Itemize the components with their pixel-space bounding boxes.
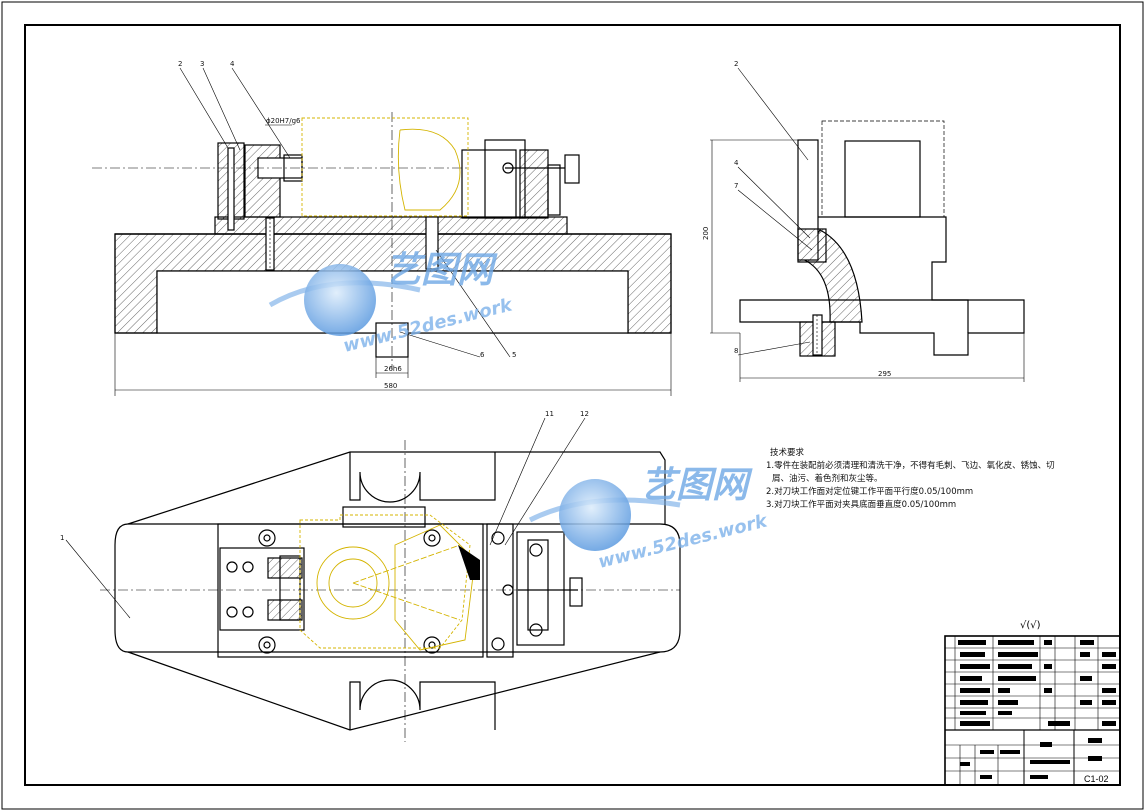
title-block-fills: [958, 640, 1116, 779]
tech-line-3: 2.对刀块工作面对定位键工作平面平行度0.05/100mm: [766, 487, 974, 497]
watermark-logo-right: 艺图网 www.52des.work: [528, 465, 770, 573]
tech-line-1: 1.零件在装配前必须清理和清洗干净，不得有毛刺、飞边、氧化皮、锈蚀、切: [766, 461, 1055, 471]
dim-295: 295: [878, 370, 891, 378]
front-view: [92, 67, 672, 396]
dim-200: 200: [702, 227, 710, 240]
plan-label-12: 12: [580, 410, 589, 418]
drawing-number: C1-02: [1084, 774, 1109, 784]
plan-view: [65, 417, 681, 742]
label-2: 2: [178, 60, 182, 68]
svg-text:艺图网: 艺图网: [640, 465, 753, 506]
fit-note: ϕ20H7/g6: [266, 117, 301, 125]
side-label-2: 2: [734, 60, 738, 68]
roughness-note: √(√): [1020, 620, 1041, 631]
side-view: [710, 67, 1025, 382]
svg-text:艺图网: 艺图网: [385, 250, 498, 291]
inner-frame: [24, 24, 1121, 786]
label-4: 4: [230, 60, 235, 68]
plan-label-11: 11: [545, 410, 554, 418]
tech-title: 技术要求: [770, 448, 805, 458]
plan-label-1: 1: [60, 534, 64, 542]
plan-labels: 1 11 12: [60, 410, 589, 542]
side-label-8: 8: [734, 347, 738, 355]
title-block: [944, 635, 1121, 786]
tech-line-2: 屑、油污、着色剂和灰尘等。: [772, 474, 883, 484]
tech-line-4: 3.对刀块工作平面对夹具底面垂直度0.05/100mm: [766, 500, 957, 510]
label-6: 6: [480, 351, 485, 359]
front-labels: 2 3 4 6 5 ϕ20H7/g6 26h6 580: [178, 60, 516, 390]
side-labels: 2 4 7 8 295 200: [702, 60, 891, 378]
label-5: 5: [512, 351, 516, 359]
technical-requirements: 技术要求 1.零件在装配前必须清理和清洗干净，不得有毛刺、飞边、氧化皮、锈蚀、切…: [766, 447, 1106, 512]
dim-26h6: 26h6: [384, 365, 402, 373]
label-3: 3: [200, 60, 204, 68]
side-label-4: 4: [734, 159, 739, 167]
side-label-7: 7: [734, 182, 738, 190]
dim-580: 580: [384, 382, 397, 390]
